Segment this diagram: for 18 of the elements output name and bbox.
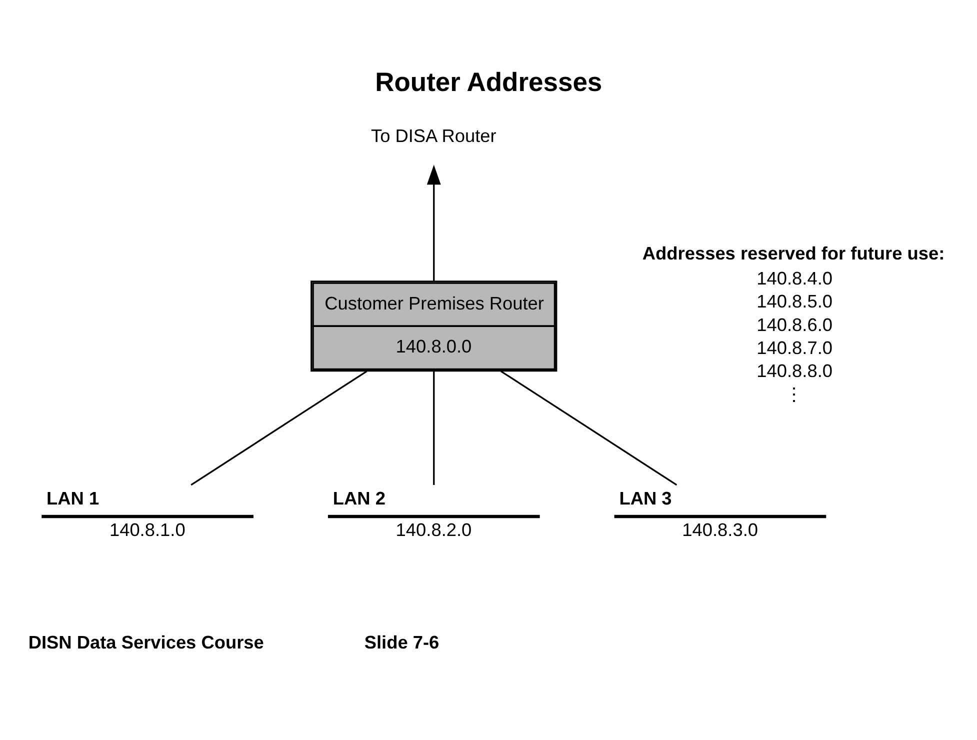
- connector: [500, 370, 678, 486]
- label: ⋮: [784, 384, 803, 404]
- label: 140.8.4.0: [756, 268, 832, 288]
- arrow: [426, 164, 441, 281]
- node-text: To DISA Router: [370, 126, 496, 146]
- label: Addresses reserved for future use:: [642, 244, 945, 264]
- label: Slide 7-6: [364, 632, 440, 653]
- node-text: LAN 1 140.8.1.0: [46, 488, 186, 540]
- node-text: LAN 3 140.8.3.0: [619, 488, 758, 540]
- connector: [190, 370, 368, 486]
- label: 140.8.6.0: [756, 314, 832, 335]
- label: 140.8.7.0: [756, 338, 832, 358]
- connector: [433, 371, 435, 485]
- label: 140.8.5.0: [756, 292, 832, 312]
- label: DISN Data Services Course: [28, 632, 264, 653]
- diagram-title: Router Addresses: [375, 66, 602, 97]
- label: 140.8.8.0: [756, 361, 832, 382]
- node-text: LAN 2 140.8.2.0: [332, 488, 472, 540]
